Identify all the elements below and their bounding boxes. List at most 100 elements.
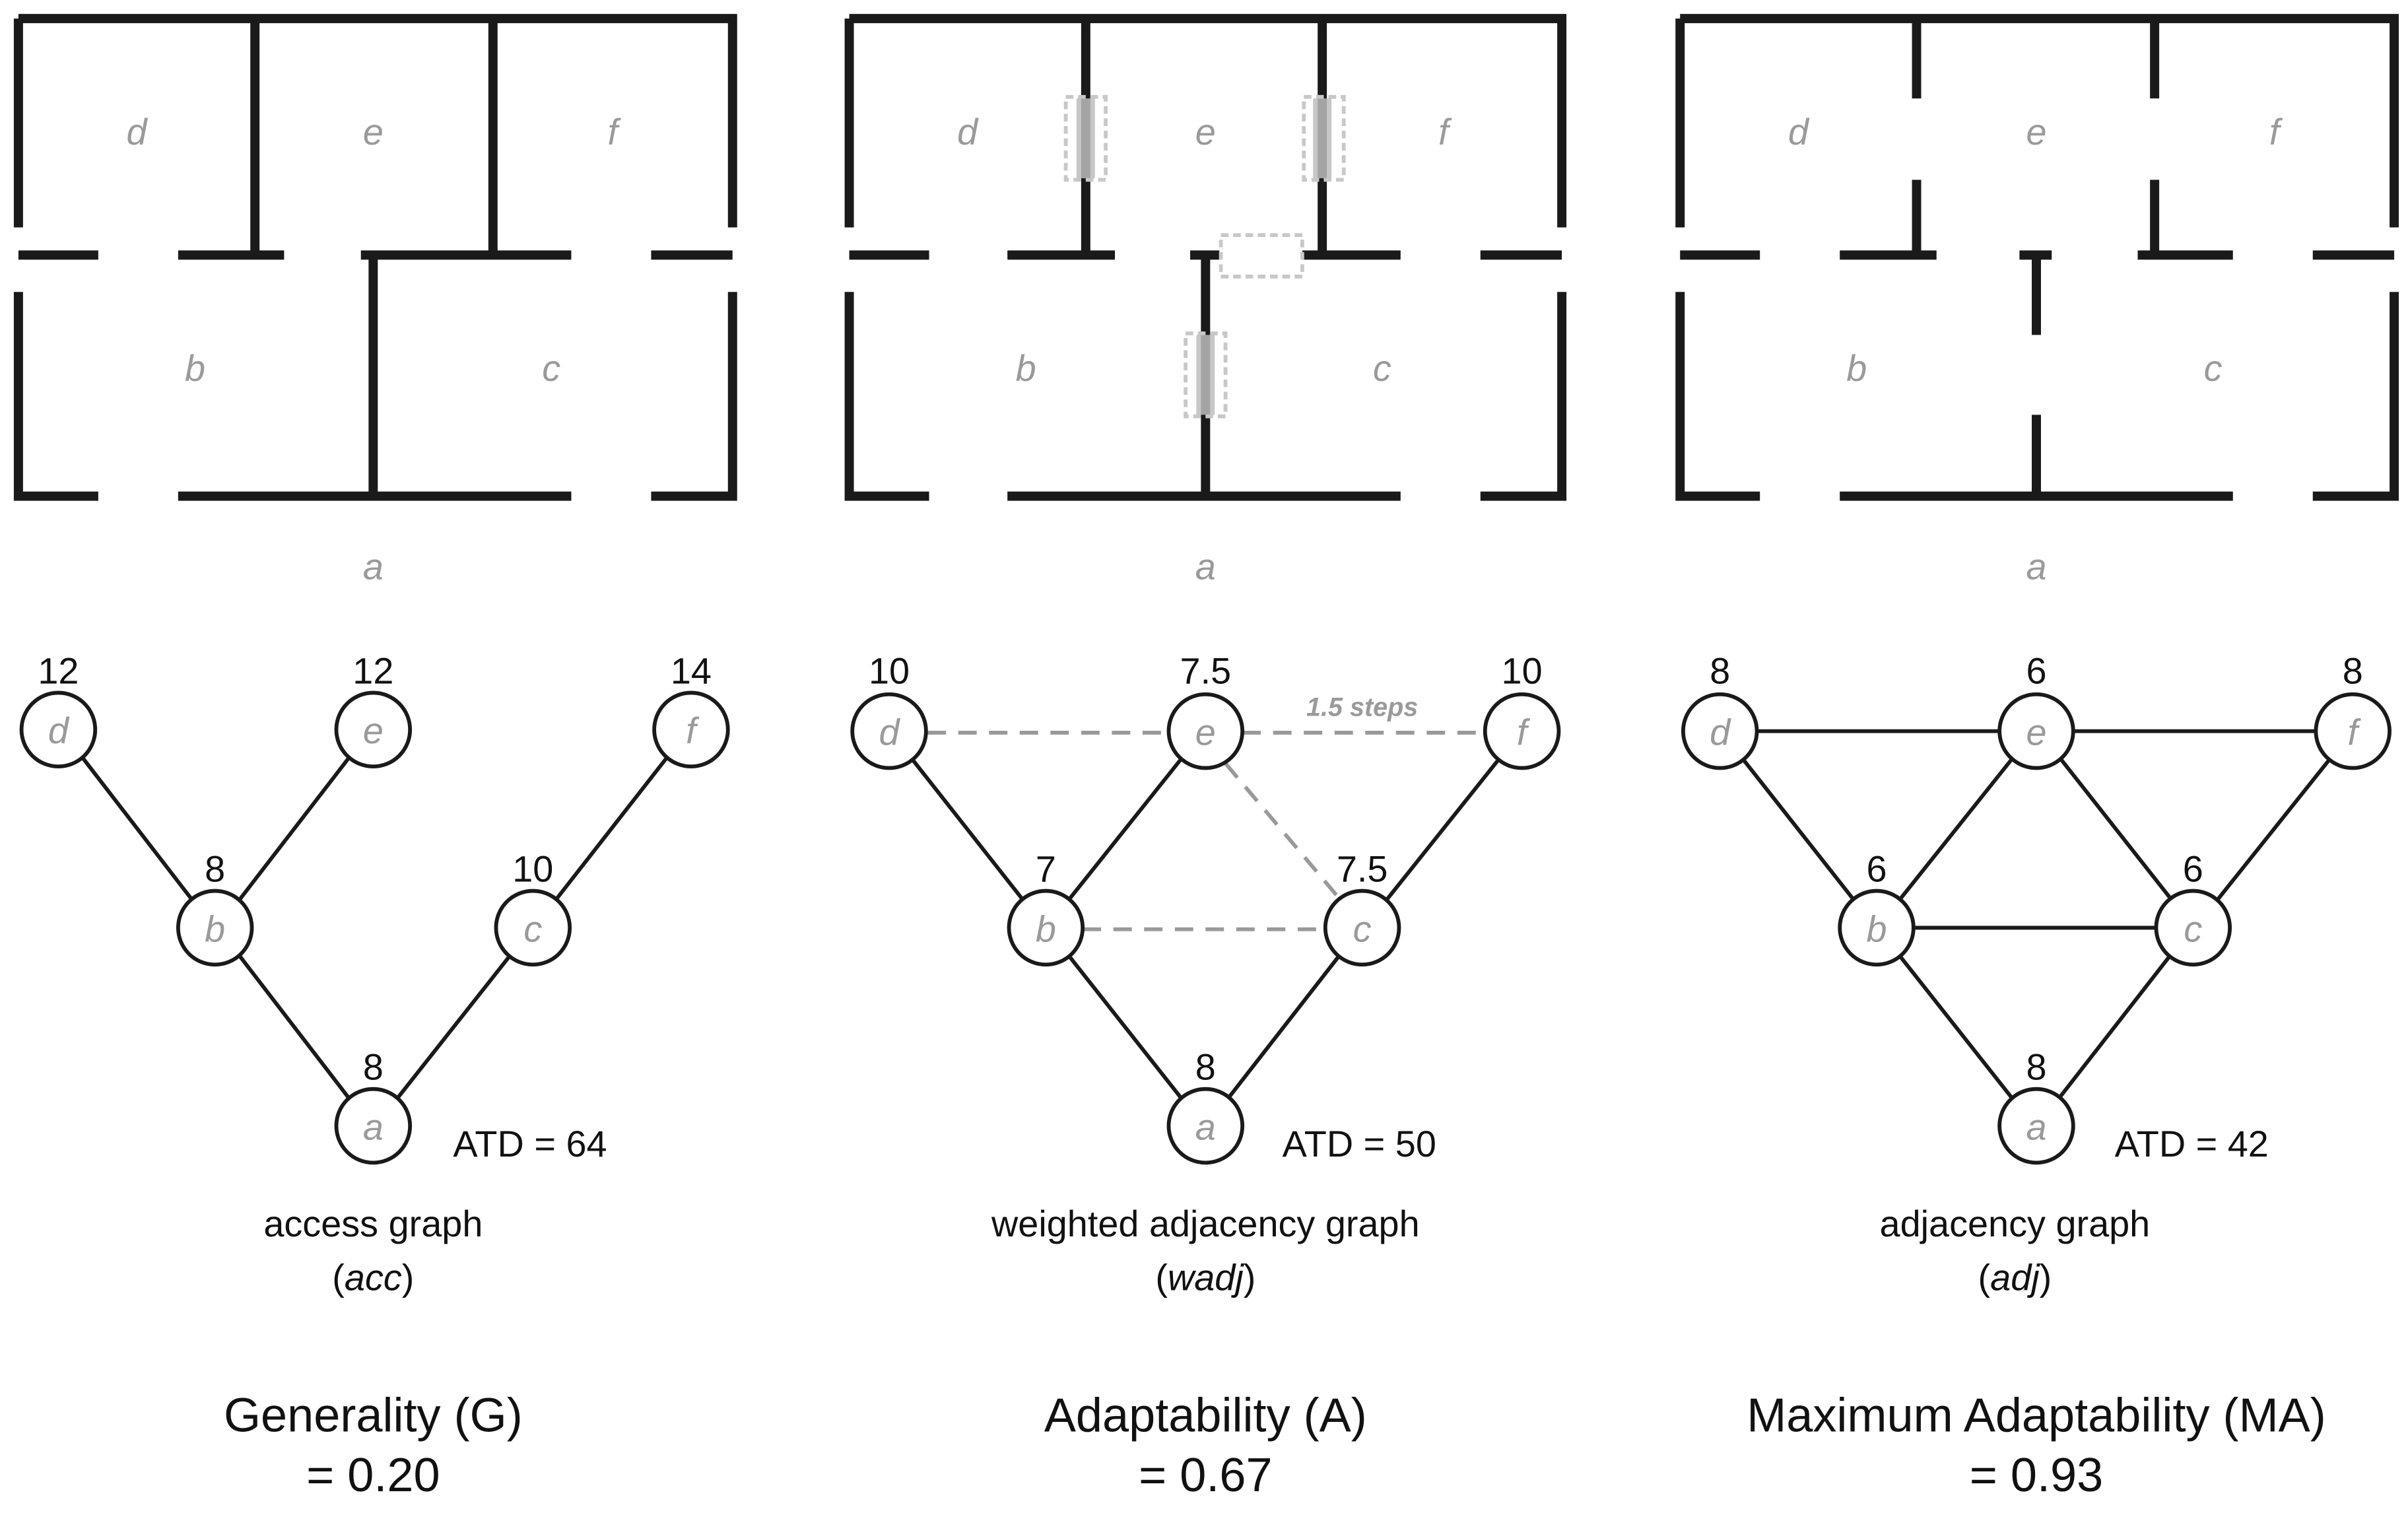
edge-e-b bbox=[1065, 756, 1184, 903]
node-value-c: 6 bbox=[2183, 848, 2203, 890]
node-label-c: c bbox=[1353, 908, 1372, 949]
node-b bbox=[1007, 889, 1085, 967]
measure-name: Generality (G) bbox=[224, 1390, 523, 1442]
node-value-f: 14 bbox=[671, 650, 712, 691]
room-label-d: d bbox=[127, 111, 149, 152]
node-c bbox=[2154, 889, 2232, 967]
abbr-text: wadj bbox=[1168, 1256, 1244, 1298]
node-a bbox=[334, 1087, 413, 1165]
node-value-e: 12 bbox=[352, 650, 393, 691]
floor-plan-adjacency bbox=[1675, 14, 2399, 501]
node-label-d: d bbox=[879, 712, 901, 753]
outside-label-a: a bbox=[1195, 545, 1216, 587]
outside-label-a: a bbox=[363, 545, 384, 587]
edge-b-a bbox=[236, 953, 352, 1101]
node-label-d: d bbox=[48, 710, 70, 751]
graph-adjacency: d e f b c a 8 6 8 6 6 8 bbox=[1681, 650, 2391, 1165]
room-label-e: e bbox=[2026, 111, 2046, 152]
node-value-f: 8 bbox=[2343, 650, 2363, 691]
node-label-b: b bbox=[205, 908, 225, 949]
measure-name: Adaptability (A) bbox=[1044, 1390, 1367, 1442]
measure-value: = 0.67 bbox=[1139, 1449, 1273, 1502]
node-value-c: 7.5 bbox=[1337, 848, 1388, 890]
room-label-f: f bbox=[1438, 111, 1452, 152]
node-label-a: a bbox=[363, 1106, 384, 1147]
edge-f-c bbox=[552, 753, 671, 903]
node-e bbox=[334, 690, 413, 769]
wall-highlights bbox=[1063, 94, 1346, 419]
node-value-a: 8 bbox=[1195, 1046, 1216, 1088]
edge-f-c bbox=[1384, 756, 1502, 903]
measure-value: = 0.20 bbox=[306, 1449, 440, 1502]
room-label-d: d bbox=[1788, 111, 1810, 152]
node-value-d: 8 bbox=[1710, 650, 1730, 691]
graph-caption-abbr: (adj) bbox=[1978, 1256, 2052, 1298]
node-f bbox=[1483, 692, 1561, 770]
graph-caption-abbr: (wadj) bbox=[1155, 1256, 1255, 1298]
node-label-e: e bbox=[363, 710, 384, 751]
node-label-c: c bbox=[2184, 908, 2202, 949]
room-labels-weighted: d e f b c a bbox=[957, 111, 1452, 587]
room-label-b: b bbox=[1846, 347, 1867, 389]
floor-plan-weighted bbox=[844, 14, 1567, 501]
edge-b-a bbox=[1896, 953, 2015, 1101]
room-label-b: b bbox=[1016, 347, 1036, 389]
graph-caption: adjacency graph bbox=[1880, 1203, 2151, 1244]
room-label-d: d bbox=[957, 111, 979, 152]
room-label-f: f bbox=[2269, 111, 2283, 152]
node-label-d: d bbox=[1710, 712, 1731, 753]
measure-value: = 0.93 bbox=[1970, 1449, 2104, 1502]
panel-access: d e f b c a d e bbox=[13, 14, 737, 1502]
room-label-e: e bbox=[363, 111, 384, 152]
dashed-edge-e-c bbox=[1224, 762, 1343, 902]
node-c bbox=[1323, 889, 1401, 967]
node-d bbox=[19, 690, 98, 769]
node-label-c: c bbox=[523, 908, 542, 949]
graph-caption: weighted adjacency graph bbox=[991, 1203, 1420, 1244]
graph-caption-abbr: (acc) bbox=[332, 1256, 414, 1298]
graph-caption: access graph bbox=[263, 1203, 483, 1244]
node-b bbox=[176, 889, 254, 967]
edge-f-c bbox=[2214, 756, 2333, 903]
room-label-c: c bbox=[1373, 347, 1391, 389]
highlight-wall-e-f bbox=[1302, 94, 1346, 182]
highlight-wall-e-c bbox=[1219, 233, 1304, 279]
graph-access: d e f b c a 12 12 14 8 10 8 bbox=[19, 650, 730, 1165]
room-label-c: c bbox=[542, 347, 560, 389]
room-label-f: f bbox=[608, 111, 622, 152]
atd-value: ATD = 64 bbox=[453, 1123, 607, 1164]
abbr-text: adj bbox=[1990, 1256, 2040, 1298]
edge-c-a bbox=[2056, 953, 2174, 1101]
node-f bbox=[652, 690, 730, 769]
node-label-e: e bbox=[2026, 712, 2046, 753]
edge-e-b bbox=[1896, 756, 2015, 903]
node-value-a: 8 bbox=[2026, 1046, 2046, 1088]
node-value-b: 6 bbox=[1866, 848, 1887, 890]
node-value-f: 10 bbox=[1502, 650, 1543, 691]
outside-label-a: a bbox=[2026, 545, 2046, 587]
node-e bbox=[1997, 692, 2075, 770]
node-label-b: b bbox=[1866, 908, 1887, 949]
edge-c-a bbox=[394, 953, 514, 1101]
highlight-wall-d-e bbox=[1063, 94, 1108, 182]
edge-note: 1.5 steps bbox=[1306, 692, 1418, 722]
node-a bbox=[1166, 1087, 1245, 1165]
edge-e-c bbox=[2057, 756, 2175, 903]
room-labels-access: d e f b c a bbox=[127, 111, 622, 587]
node-value-e: 6 bbox=[2026, 650, 2046, 691]
atd-value: ATD = 42 bbox=[2115, 1123, 2269, 1164]
panel-adjacency: d e f b c a bbox=[1675, 14, 2399, 1502]
room-label-b: b bbox=[185, 347, 205, 389]
node-label-b: b bbox=[1036, 908, 1056, 949]
room-label-c: c bbox=[2204, 347, 2223, 389]
edge-d-b bbox=[1740, 756, 1857, 903]
node-d bbox=[1681, 692, 1759, 770]
edge-b-a bbox=[1065, 953, 1184, 1101]
node-f bbox=[2314, 692, 2391, 770]
node-value-c: 10 bbox=[512, 848, 553, 890]
node-value-e: 7.5 bbox=[1180, 650, 1232, 691]
room-label-e: e bbox=[1195, 111, 1216, 152]
node-value-b: 7 bbox=[1036, 848, 1056, 890]
floor-plan-access bbox=[13, 14, 737, 501]
